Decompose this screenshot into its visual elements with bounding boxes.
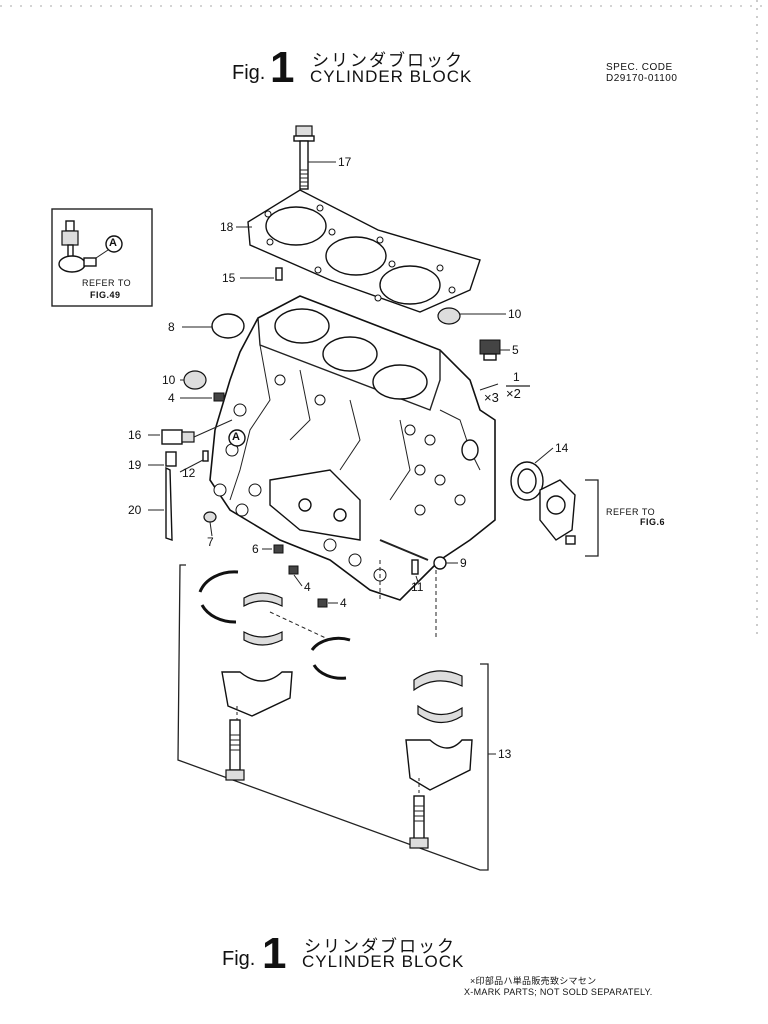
dowel-pin — [275, 267, 283, 281]
footer-title-en: CYLINDER BLOCK — [302, 952, 465, 971]
callout-14: 14 — [555, 441, 569, 455]
inset-refer-label: REFER TO — [82, 278, 132, 288]
inset-refer-link[interactable]: FIG.49 — [90, 290, 121, 300]
header-title-jp: シリンダブロック — [312, 51, 464, 70]
callout-7: 7 — [207, 535, 214, 549]
right-refer-label: REFER TO — [606, 507, 656, 517]
block-marker-label: A — [232, 431, 240, 443]
bearing-cap-right — [405, 739, 473, 849]
multiplier-x3: ×3 — [484, 390, 499, 405]
footer-fig-number: 1 — [262, 929, 287, 978]
callout-6: 6 — [252, 542, 259, 556]
dipstick-guide — [165, 451, 177, 467]
callout-4-mid: 4 — [304, 580, 311, 594]
callout-5: 5 — [512, 343, 519, 357]
callout-13: 13 — [498, 747, 512, 761]
expansion-plug-left — [211, 313, 245, 339]
pin-11 — [411, 559, 419, 575]
callout-10-top: 10 — [508, 307, 522, 321]
oil-seal — [510, 461, 544, 501]
header-title-en: CYLINDER BLOCK — [310, 67, 473, 86]
inset-marker-circle — [105, 235, 123, 253]
inset-box-sensor — [51, 208, 153, 307]
right-refer-link[interactable]: FIG.6 — [640, 517, 666, 527]
callout-15: 15 — [222, 271, 236, 285]
plug-bolt — [479, 339, 501, 361]
callout-4-upper: 4 — [168, 391, 175, 405]
main-bearings-right — [413, 670, 463, 724]
oil-pressure-switch — [161, 419, 233, 445]
expansion-plug-top — [437, 307, 461, 325]
callout-18: 18 — [220, 220, 234, 234]
plug-4a — [213, 392, 225, 402]
footer-fig-word: Fig. — [222, 948, 256, 970]
expansion-plug-side — [183, 370, 207, 390]
spec-code-value: D29170-01100 — [606, 73, 678, 84]
header-fig-word: Fig. — [232, 62, 266, 84]
inset-marker-label: A — [109, 237, 117, 249]
callout-12: 12 — [182, 466, 196, 480]
multiplier-one: 1 — [513, 370, 520, 384]
pin-12 — [202, 450, 209, 462]
cylinder-block — [209, 295, 496, 601]
dipstick — [165, 466, 173, 541]
head-bolt — [293, 125, 336, 190]
callout-20: 20 — [128, 503, 142, 517]
plug-7 — [203, 511, 217, 523]
callout-10-side: 10 — [162, 373, 176, 387]
callout-11: 11 — [411, 580, 424, 594]
plug-9 — [433, 556, 447, 570]
footnote-en: X-MARK PARTS; NOT SOLD SEPARATELY. — [464, 987, 653, 997]
callout-9: 9 — [460, 556, 467, 570]
footer-title-jp: シリンダブロック — [304, 937, 456, 956]
block-marker-circle — [228, 429, 246, 447]
main-bearings-left — [198, 570, 351, 680]
spec-code-label: SPEC. CODE — [606, 62, 673, 73]
footnote-jp: ×印部品ハ単品販売致シマセン — [470, 976, 597, 986]
callout-17: 17 — [338, 155, 352, 169]
callout-8: 8 — [168, 320, 175, 334]
callout-16: 16 — [128, 428, 142, 442]
plug-4c — [317, 598, 328, 608]
callout-19: 19 — [128, 458, 142, 472]
drain-plug-6 — [273, 544, 284, 554]
multiplier-x2: ×2 — [506, 386, 521, 401]
head-gasket — [236, 189, 481, 313]
plug-4b — [288, 565, 299, 575]
callout-4-lower: 4 — [340, 596, 347, 610]
header-fig-number: 1 — [270, 43, 295, 92]
bearing-cap-left — [221, 671, 293, 781]
